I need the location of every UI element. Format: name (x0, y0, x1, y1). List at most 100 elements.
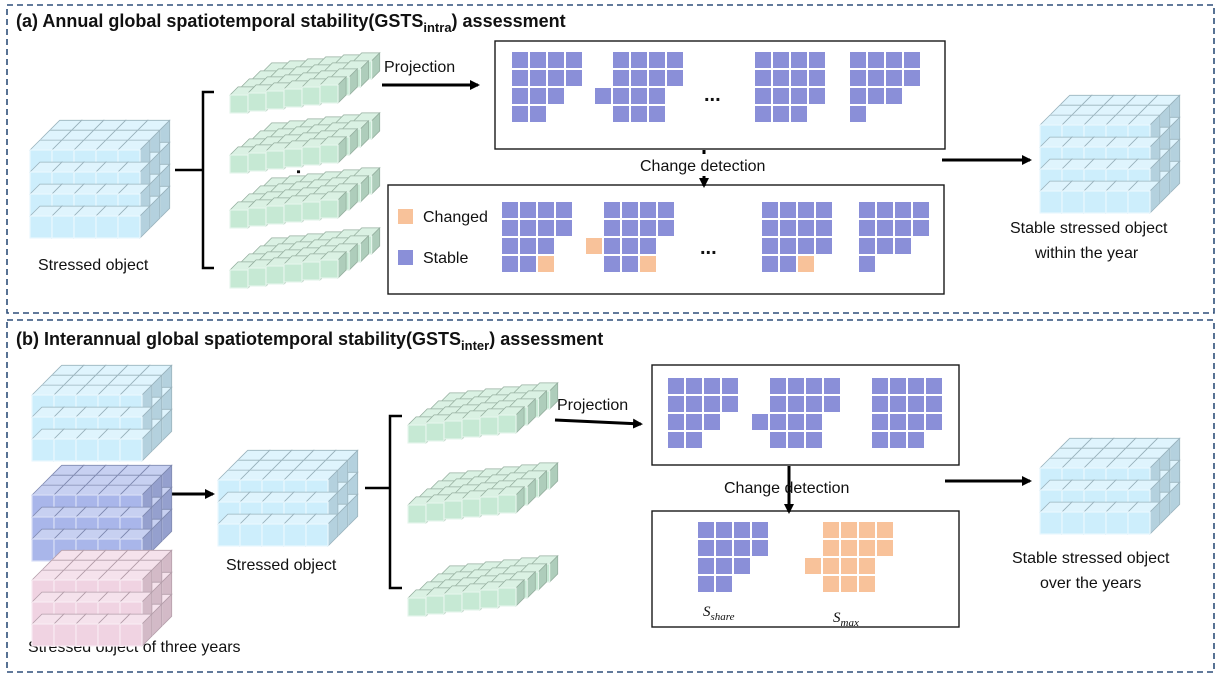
stable-tile (686, 432, 702, 448)
stable-tile (538, 220, 554, 236)
stable-tile (716, 576, 732, 592)
stable-tile (698, 558, 714, 574)
changed-tile (877, 522, 893, 538)
stable-tile (649, 70, 665, 86)
change-label-a: Change detection (640, 158, 765, 175)
stable-tile (613, 52, 629, 68)
changed-tile (841, 540, 857, 556)
stable-tile (788, 414, 804, 430)
stable-tile (566, 70, 582, 86)
stable-tile (886, 52, 902, 68)
cube-face (479, 589, 499, 609)
stable-tile (780, 256, 796, 272)
stable-tile (904, 52, 920, 68)
stable-tile (886, 70, 902, 86)
cube-face (247, 152, 267, 172)
changed-tile (859, 558, 875, 574)
stable-tile (824, 396, 840, 412)
stable-tile (770, 432, 786, 448)
cube-face (425, 595, 445, 615)
output-label-a-line2: within the year (1034, 245, 1139, 262)
stable-tile (556, 202, 572, 218)
panel-b-border (6, 319, 1215, 673)
panel-a-title: (a) Annual global spatiotemporal stabili… (16, 11, 566, 35)
cube-face (1083, 190, 1107, 214)
cube-face (97, 623, 121, 647)
stable-tile (762, 238, 778, 254)
stable-tile (824, 378, 840, 394)
stable-tile (788, 396, 804, 412)
slice-icon (407, 554, 559, 617)
cube-face (443, 593, 463, 613)
cube-face (53, 438, 77, 462)
changed-tile (841, 576, 857, 592)
stable-tile (734, 558, 750, 574)
cube-face (95, 215, 119, 239)
stable-tile (668, 432, 684, 448)
stable-tile (755, 52, 771, 68)
cube-face (407, 424, 427, 444)
tile-grid-icon (512, 52, 582, 122)
tile-grid-icon (595, 52, 683, 122)
stable-tile (890, 432, 906, 448)
arrow-icon (554, 418, 643, 429)
stable-tile (686, 396, 702, 412)
stable-tile (877, 238, 893, 254)
stable-tile (502, 238, 518, 254)
stable-tile (859, 238, 875, 254)
stable-tile (622, 220, 638, 236)
stable-tile (502, 220, 518, 236)
stable-tile (791, 88, 807, 104)
cube-face (1127, 190, 1151, 214)
stable-tile (762, 202, 778, 218)
stable-tile (762, 256, 778, 272)
tile-grid-icon (755, 52, 825, 122)
cube-face (301, 146, 321, 166)
stable-tile (850, 106, 866, 122)
stable-tile (668, 414, 684, 430)
cube-face (305, 523, 329, 547)
stable-tile (798, 220, 814, 236)
cube-face (229, 209, 249, 229)
changed-tile (805, 558, 821, 574)
stable-tile (913, 220, 929, 236)
cube-face (1105, 511, 1129, 535)
input-label-b: Stressed object (226, 557, 337, 574)
stable-tile (640, 202, 656, 218)
changed-tile (823, 540, 839, 556)
stable-tile (556, 220, 572, 236)
stable-tile (809, 70, 825, 86)
stable-tile (773, 52, 789, 68)
stable-tile (773, 88, 789, 104)
stable-tile (773, 70, 789, 86)
cube-face (319, 84, 339, 104)
cube-face (283, 203, 303, 223)
cube-face (1039, 190, 1063, 214)
stable-tile (698, 522, 714, 538)
stable-tile (667, 52, 683, 68)
stable-tile (716, 522, 732, 538)
stable-tile (538, 238, 554, 254)
cube-face (407, 504, 427, 524)
stable-tile (604, 238, 620, 254)
cube-face (217, 523, 241, 547)
cube-face (265, 90, 285, 110)
tile-grid-icon (668, 378, 738, 448)
stable-tile (722, 396, 738, 412)
stable-tile (770, 414, 786, 430)
changed-tile (823, 576, 839, 592)
cube-face (117, 215, 141, 239)
stable-tile (913, 202, 929, 218)
changed-tile (586, 238, 602, 254)
stable-tile (780, 220, 796, 236)
stable-tile (806, 396, 822, 412)
tile-grid-icon (850, 52, 920, 122)
cube-face (265, 265, 285, 285)
cube-face (497, 414, 517, 434)
stable-tile (806, 414, 822, 430)
cube-face (283, 88, 303, 108)
stable-tile (649, 88, 665, 104)
stable-tile (631, 52, 647, 68)
stable-tile (604, 220, 620, 236)
cube-face (319, 199, 339, 219)
